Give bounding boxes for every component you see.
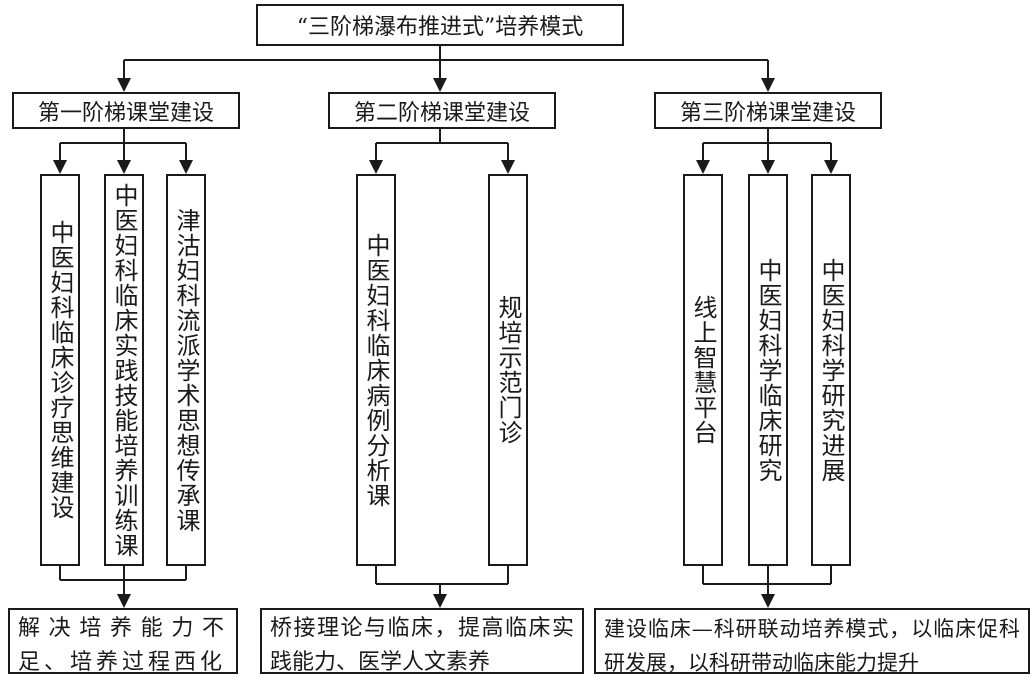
stage-2-label: 第二阶梯课堂建设 (353, 100, 530, 126)
stage-2-course-2: 规培示范门诊 (488, 174, 528, 566)
stage-3-label: 第三阶梯课堂建设 (679, 100, 856, 126)
stage-2-header: 第二阶梯课堂建设 (328, 92, 556, 129)
course-label: 中医妇科临床实践技能培养训练课 (110, 182, 138, 558)
stage-3-course-3: 中医妇科学研究进展 (811, 174, 851, 566)
course-label: 中医妇科临床诊疗思维建设 (46, 220, 74, 520)
course-label: 线上智慧平台 (689, 295, 717, 445)
outcome-text: 桥接理论与临床，提高临床实践能力、医学人文素养 (270, 616, 574, 675)
course-label: 中医妇科临床病例分析课 (362, 232, 390, 508)
outcome-text: 建设临床—科研联动培养模式，以临床促科研发展，以科研带动临床能力提升 (604, 617, 1020, 675)
stage-1-course-2: 中医妇科临床实践技能培养训练课 (104, 174, 144, 566)
course-label: 中医妇科学临床研究 (754, 257, 782, 483)
stage-1-course-3: 津沽妇科流派学术思想传承课 (166, 174, 206, 566)
stage-2-outcome: 桥接理论与临床，提高临床实践能力、医学人文素养 (260, 608, 584, 675)
course-label: 中医妇科学研究进展 (817, 257, 845, 483)
stage-2-course-1: 中医妇科临床病例分析课 (356, 174, 396, 566)
course-label: 津沽妇科流派学术思想传承课 (172, 207, 200, 533)
stage-1-header: 第一阶梯课堂建设 (12, 92, 240, 129)
stage-3-course-2: 中医妇科学临床研究 (748, 174, 788, 566)
outcome-text: 解决培养能力不足、培养过程西化 (18, 616, 228, 675)
stage-1-label: 第一阶梯课堂建设 (37, 100, 214, 126)
stage-1-course-1: 中医妇科临床诊疗思维建设 (40, 174, 80, 566)
stage-3-course-1: 线上智慧平台 (683, 174, 723, 566)
stage-3-header: 第三阶梯课堂建设 (654, 92, 882, 129)
course-label: 规培示范门诊 (494, 295, 522, 445)
stage-3-outcome: 建设临床—科研联动培养模式，以临床促科研发展，以科研带动临床能力提升 (594, 608, 1030, 675)
stage-1-outcome: 解决培养能力不足、培养过程西化 (8, 608, 238, 675)
model-title: “三阶梯瀑布推进式”培养模式 (296, 15, 584, 40)
model-title-box: “三阶梯瀑布推进式”培养模式 (256, 4, 624, 46)
